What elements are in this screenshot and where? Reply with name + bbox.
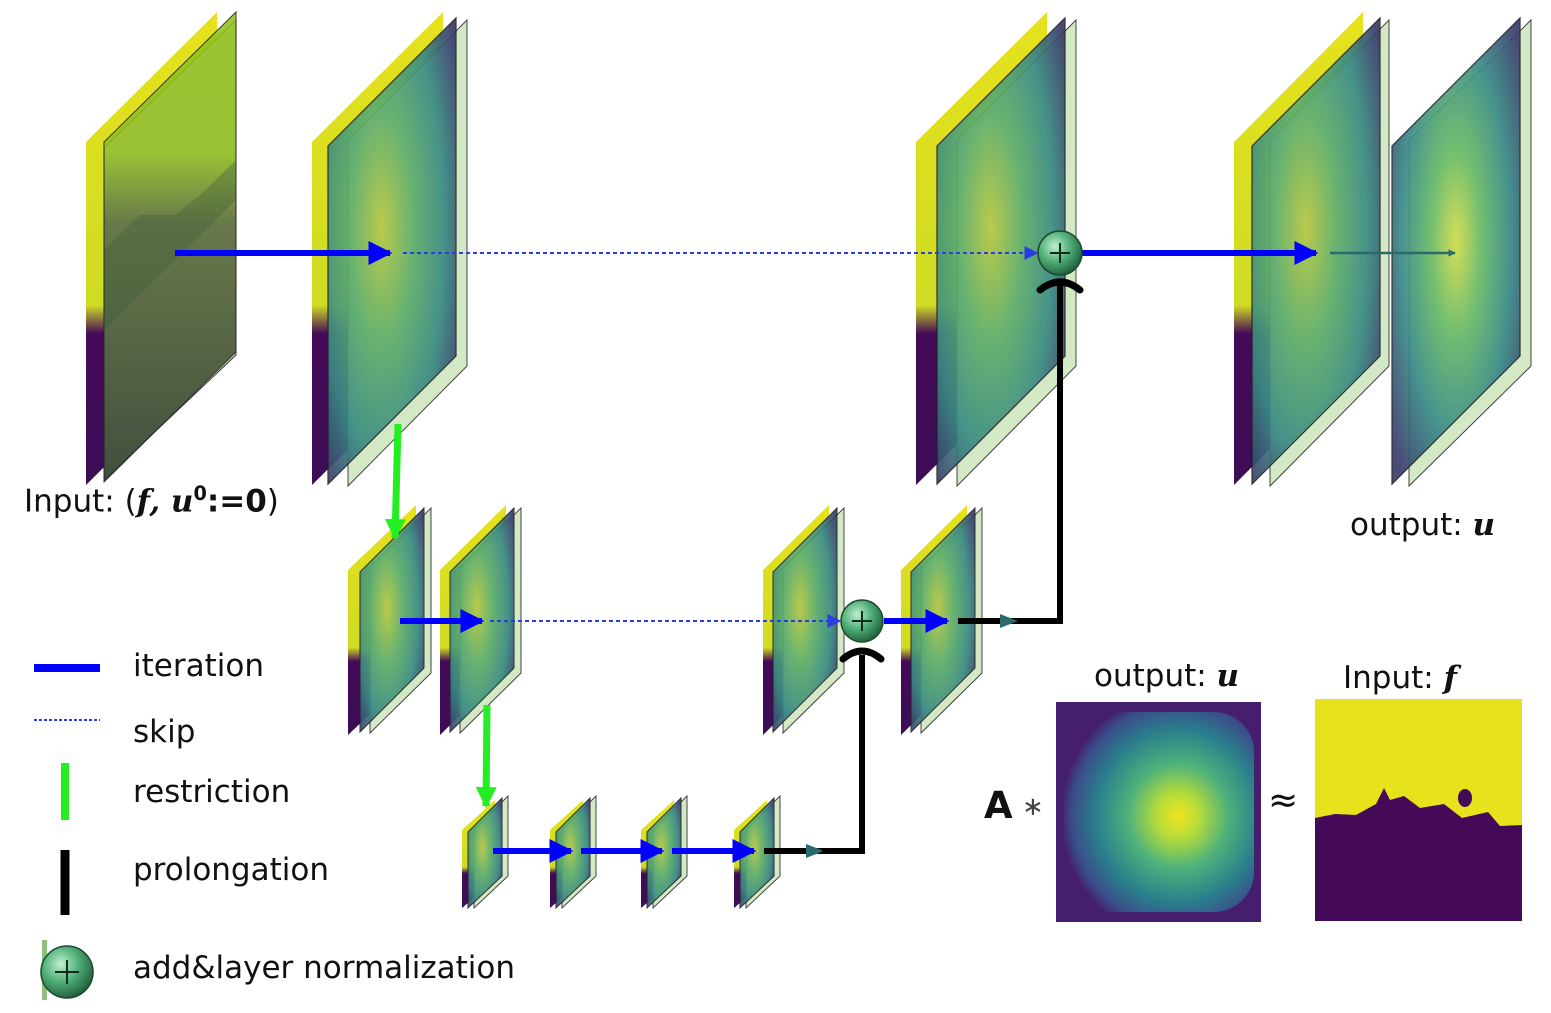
legend-iteration-label: iteration [133,648,264,684]
output-label-top: output: u [1350,507,1495,543]
output-small-prefix: output: [1094,658,1217,694]
input-label: Input: (f, u0:=0) [24,482,279,519]
output-small-var: u [1216,658,1240,694]
output-u-caption: output: u [1094,658,1239,694]
layer-mid-3 [763,505,845,735]
layer-top-4 [1234,12,1390,488]
input-close: ) [266,483,279,520]
legend-addnorm-label: add&layer normalization [133,950,516,986]
legend-skip-label: skip [133,714,196,750]
output-top-var: u [1472,507,1496,543]
input-f-caption: Input: f [1343,660,1457,696]
legend-prolongation-label: prolongation [133,852,329,888]
layer-bottom-1 [462,794,509,910]
legend-restriction-label: restriction [133,774,291,810]
input-assign: :=0 [206,483,267,520]
output-top-prefix: output: [1350,507,1473,543]
input-f: f [136,483,150,520]
input-u: u [170,483,194,520]
prolongation-arrow [822,655,865,854]
output-layer [1391,16,1532,488]
layer-top-3 [916,12,1077,488]
input-small-var: f [1443,660,1457,696]
input-comma: , [149,483,171,520]
convolution-symbol: ∗ [1022,792,1044,822]
input-prefix: Input: ( [24,483,137,520]
approx-symbol: ≈ [1268,780,1299,821]
add-norm-node-mid [840,599,884,643]
input-f-image [1315,699,1522,921]
input-small-prefix: Input: [1343,660,1444,696]
add-norm-node-top [1037,230,1083,276]
prolongation-arrow [1018,285,1063,624]
layer-mid-1 [348,505,432,735]
input-superscript: 0 [193,482,207,505]
add-norm-sphere-icon [40,940,94,1000]
output-u-image [1056,702,1261,922]
restriction-arrow [385,423,406,541]
layer-top-2 [312,12,468,488]
input-layer [86,10,237,485]
restriction-arrow [475,704,497,809]
operator-a: A [984,784,1013,827]
